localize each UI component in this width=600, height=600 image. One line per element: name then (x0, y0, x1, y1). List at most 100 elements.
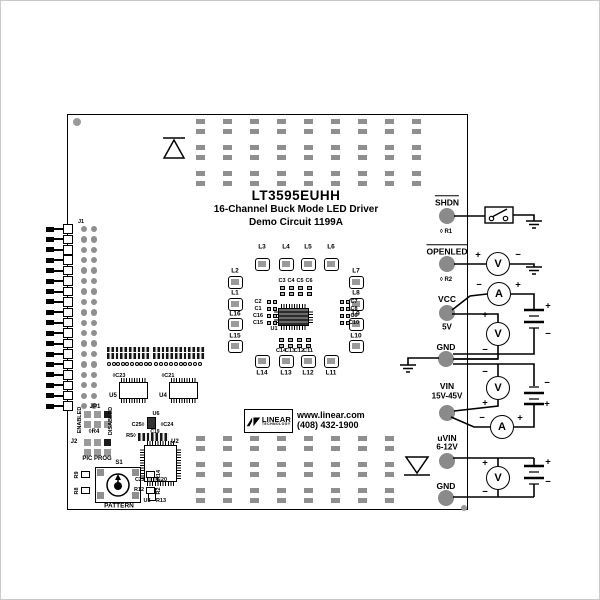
u1-pins (309, 311, 313, 323)
cap-label: C5 (296, 278, 304, 284)
solder-pad (276, 487, 286, 493)
silkscreen-label: U5 (109, 393, 117, 399)
j1-via-pad (80, 361, 88, 368)
c20-cap (153, 477, 158, 482)
solder-pad (249, 435, 259, 441)
j1-pin-body (63, 224, 73, 234)
mounting-hole (73, 118, 81, 126)
polarity-sign: + (475, 249, 481, 261)
j1-pin-lead-tip (46, 278, 54, 284)
solder-pad (385, 118, 395, 124)
j1-via-pad (90, 361, 98, 368)
board-title: LT3595EUHH 16-Channel Buck Mode LED Driv… (186, 189, 406, 229)
j1-via-pad (80, 298, 88, 306)
j1-pin-lead-tip (46, 309, 54, 315)
solder-pad (222, 461, 232, 467)
j1-pin-lead (53, 238, 65, 241)
cap-pad (305, 338, 311, 342)
solder-pad (276, 471, 286, 477)
solder-pad (385, 487, 395, 493)
solder-pad (303, 144, 313, 150)
cap-label: C3 (278, 278, 286, 284)
solder-pad (385, 471, 395, 477)
j1-via-pad (80, 225, 88, 233)
inductor-core (327, 261, 335, 267)
via-hole (116, 362, 121, 366)
battery-polarity-sign: + (545, 300, 551, 312)
solder-pad (331, 128, 340, 134)
voltmeter-symbol: V (486, 376, 510, 400)
j1-pin-lead-tip (46, 372, 54, 378)
resistor (81, 471, 90, 478)
resistor-label: ◊ R2 (439, 277, 453, 283)
u2-pins (147, 482, 174, 486)
j1-via-pad (90, 319, 98, 326)
cap-pad (273, 300, 277, 304)
s1-pad (97, 469, 104, 476)
logo-brand: LINEAR (261, 414, 291, 424)
j1-via-pad (90, 382, 98, 389)
logo-brand-sub: TECHNOLOGY (261, 422, 291, 426)
inductor-core (304, 261, 312, 267)
polarity-sign: + (482, 397, 488, 409)
solder-pad (412, 170, 422, 176)
solder-pad (331, 118, 340, 124)
battery-polarity-sign: + (545, 456, 551, 468)
j1-pin-lead-tip (46, 330, 54, 336)
j1-pin-lead-tip (46, 289, 54, 295)
silkscreen-label: DISABLED (108, 406, 114, 436)
polarity-sign: − (479, 412, 485, 424)
voltmeter-symbol: V (486, 322, 510, 346)
inductor-label: L9 (352, 310, 360, 318)
inductor-core (352, 343, 360, 349)
inductor-label: L11 (325, 369, 337, 377)
j1-pin-lead-tip (46, 361, 54, 367)
cap-pad (346, 314, 350, 318)
resistor (146, 471, 155, 478)
j1-via-pad (80, 246, 88, 254)
resistor (81, 487, 90, 494)
cap-pad (346, 300, 350, 304)
j1-pin-lead (53, 353, 65, 356)
j1-via-pad (80, 382, 88, 389)
j1-pin-lead-tip (46, 226, 54, 232)
j1-pin-lead-tip (46, 320, 54, 326)
cap-pad (287, 338, 293, 342)
solder-pad (358, 180, 368, 186)
solder-pad (276, 497, 286, 503)
silkscreen-label: R13 (155, 498, 167, 504)
solder-pad (249, 118, 259, 124)
silkscreen-label: PATTERN (104, 502, 134, 510)
j1-via-pad (90, 225, 98, 233)
solder-pad (222, 144, 232, 150)
solder-pad (358, 128, 368, 134)
voltmeter-symbol: V (486, 252, 510, 276)
j1-pin-lead-tip (46, 268, 54, 274)
cap-pad (267, 321, 271, 325)
silkscreen-label: U3 (143, 498, 151, 504)
silkscreen-label: J2 (70, 439, 78, 445)
via-hole (163, 362, 168, 366)
cap-pad (340, 300, 344, 304)
cap-label: C15 (252, 320, 264, 326)
terminal-label-shdn: SHDN (434, 195, 460, 207)
cap-pad (288, 286, 294, 290)
cap-label: C16 (252, 313, 264, 319)
via-hole (125, 362, 130, 366)
j1-pin-lead (53, 394, 65, 397)
u4-pins (171, 378, 196, 382)
linear-technology-logo: LINEAR TECHNOLOGY (244, 409, 293, 433)
j1-pin-body (63, 349, 73, 359)
lt-logo-icon (246, 416, 261, 426)
via-hole (173, 362, 178, 366)
j1-pin-body (63, 401, 73, 411)
jumper-pad (84, 421, 91, 428)
terminal-sublabel-vcc: 5V (442, 322, 452, 332)
solder-pad (249, 497, 259, 503)
j1-via-pad (80, 309, 88, 316)
pcb-outline (67, 114, 468, 510)
j1-via-pad (90, 267, 98, 274)
demo-circuit-number: Demo Circuit 1199A (249, 217, 343, 228)
j1-pin-lead (53, 280, 65, 283)
inductor-core (231, 343, 239, 349)
